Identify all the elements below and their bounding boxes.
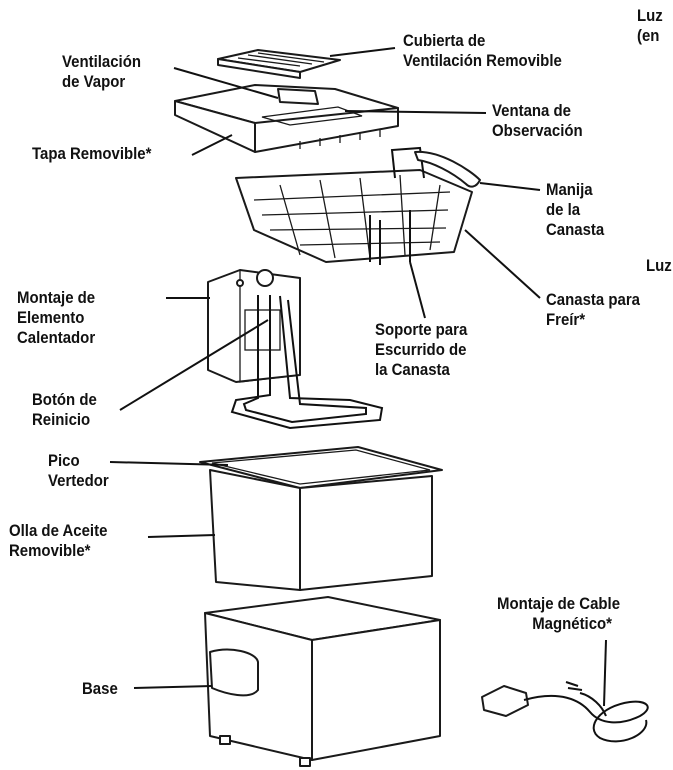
label-luz-top: Luz (en <box>637 6 663 46</box>
label-olla: Olla de Aceite Removible* <box>9 521 107 561</box>
vent-cover-part <box>217 49 341 79</box>
soporte-line2: Escurrido de <box>375 340 467 359</box>
luz-top-line1: Luz <box>637 6 663 25</box>
oil-pot-part <box>199 446 443 591</box>
olla-line2: Removible* <box>9 541 91 560</box>
base-part <box>204 596 441 767</box>
label-base: Base <box>82 679 118 699</box>
frying-basket-part <box>235 146 481 265</box>
base-line1: Base <box>82 679 118 698</box>
boton-line2: Reinicio <box>32 410 91 429</box>
label-ventilacion: Ventilación de Vapor <box>62 52 141 92</box>
manija-line3: Canasta <box>546 220 605 239</box>
canasta-line2: Freír* <box>546 310 586 329</box>
luz-mid-line1: Luz <box>646 256 672 275</box>
cable-line1: Montaje de Cable <box>497 594 621 613</box>
label-tapa: Tapa Removible* <box>32 144 151 164</box>
olla-line1: Olla de Aceite <box>9 521 108 540</box>
boton-line1: Botón de <box>32 390 97 409</box>
montaje-elem-line1: Montaje de <box>17 288 96 307</box>
ventilacion-line1: Ventilación <box>62 52 141 71</box>
label-cubierta: Cubierta de Ventilación Removible <box>403 31 562 71</box>
heating-element-part <box>207 269 384 430</box>
manija-line2: de la <box>546 200 581 219</box>
montaje-elem-line2: Elemento <box>17 308 85 327</box>
label-soporte: Soporte para Escurrido de la Canasta <box>375 320 467 380</box>
label-cable: Montaje de Cable Magnético* <box>497 594 620 634</box>
cubierta-line1: Cubierta de <box>403 31 486 50</box>
soporte-line3: la Canasta <box>375 360 450 379</box>
ventilacion-line2: de Vapor <box>62 72 126 91</box>
ventana-line1: Ventana de <box>492 101 571 120</box>
magnetic-cord-part <box>481 681 649 743</box>
canasta-line1: Canasta para <box>546 290 640 309</box>
manija-line1: Manija <box>546 180 593 199</box>
label-manija: Manija de la Canasta <box>546 180 604 240</box>
lid-part <box>174 84 399 153</box>
label-montaje-elemento: Montaje de Elemento Calentador <box>17 288 95 348</box>
montaje-elem-line3: Calentador <box>17 328 96 347</box>
pico-line2: Vertedor <box>48 471 109 490</box>
label-ventana: Ventana de Observación <box>492 101 583 141</box>
tapa-line1: Tapa Removible* <box>32 144 152 163</box>
label-pico: Pico Vertedor <box>48 451 109 491</box>
cable-line2: Magnético* <box>532 614 613 633</box>
leader-lines <box>109 47 607 707</box>
label-boton: Botón de Reinicio <box>32 390 97 430</box>
ventana-line2: Observación <box>492 121 583 140</box>
cubierta-line2: Ventilación Removible <box>403 51 562 70</box>
pico-line1: Pico <box>48 451 80 470</box>
label-luz-mid: Luz <box>646 256 672 276</box>
luz-top-line2: (en <box>637 26 660 45</box>
label-canasta: Canasta para Freír* <box>546 290 640 330</box>
soporte-line1: Soporte para <box>375 320 468 339</box>
